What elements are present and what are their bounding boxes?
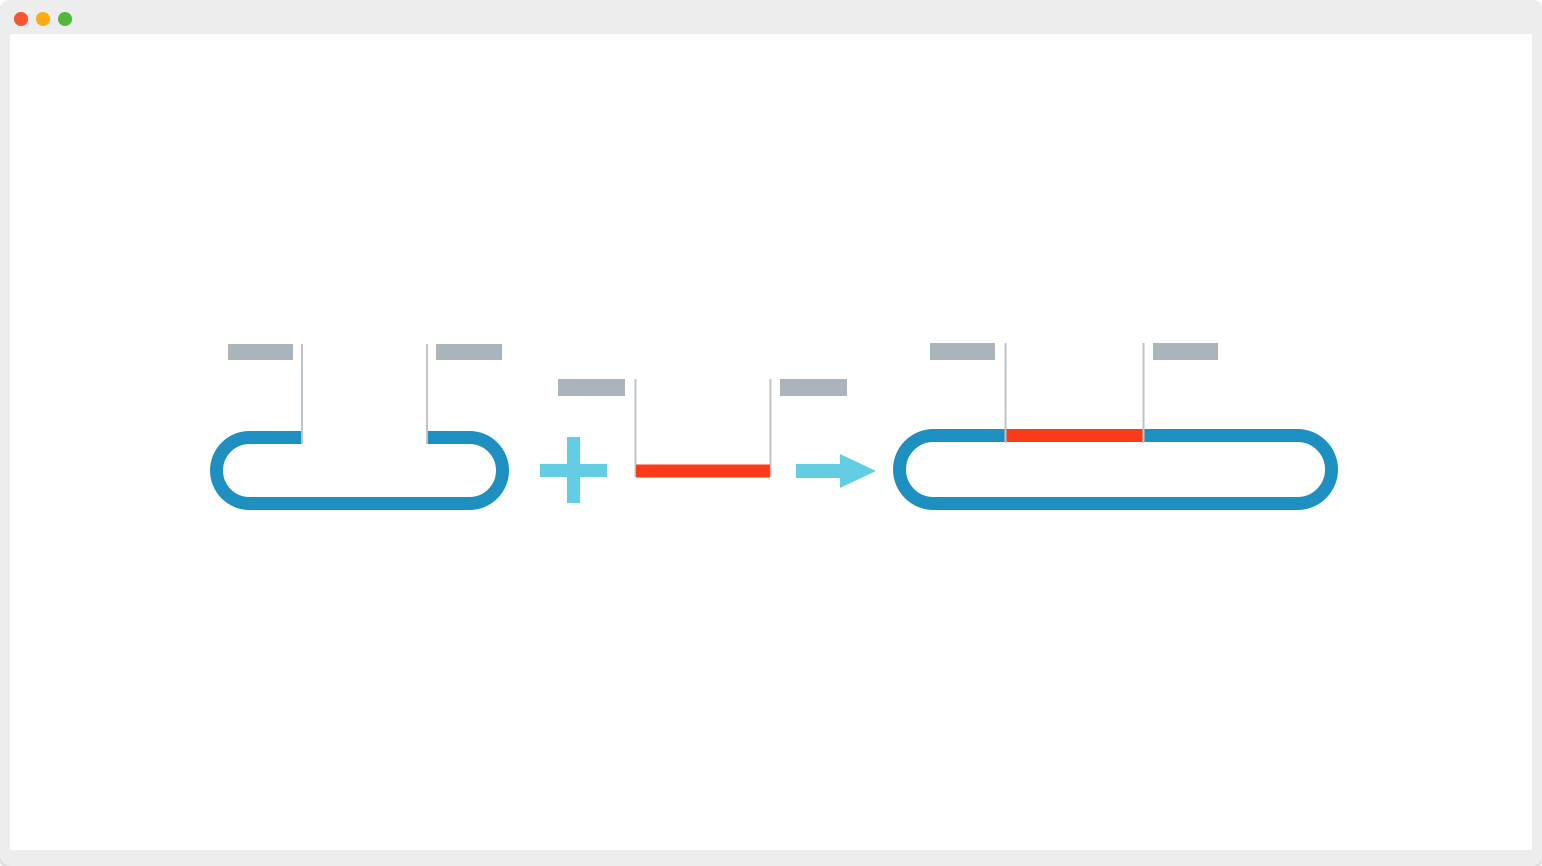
insert-group <box>558 379 847 478</box>
vector-backbone <box>210 431 509 510</box>
minimize-button[interactable] <box>36 12 50 26</box>
annotation-bar <box>228 344 293 360</box>
annotation-bar <box>930 343 995 360</box>
product-plasmid-backbone <box>893 429 1338 510</box>
annotation-bar <box>558 379 625 396</box>
arrow-right-icon <box>796 454 876 488</box>
vector-group <box>210 344 509 510</box>
product-group <box>893 343 1338 510</box>
plus-icon <box>540 437 607 503</box>
annotation-bar <box>436 344 502 360</box>
traffic-lights <box>14 12 72 26</box>
close-button[interactable] <box>14 12 28 26</box>
window-titlebar <box>0 0 1542 34</box>
annotation-bar <box>1153 343 1218 360</box>
maximize-button[interactable] <box>58 12 72 26</box>
annotation-bar <box>780 379 847 396</box>
